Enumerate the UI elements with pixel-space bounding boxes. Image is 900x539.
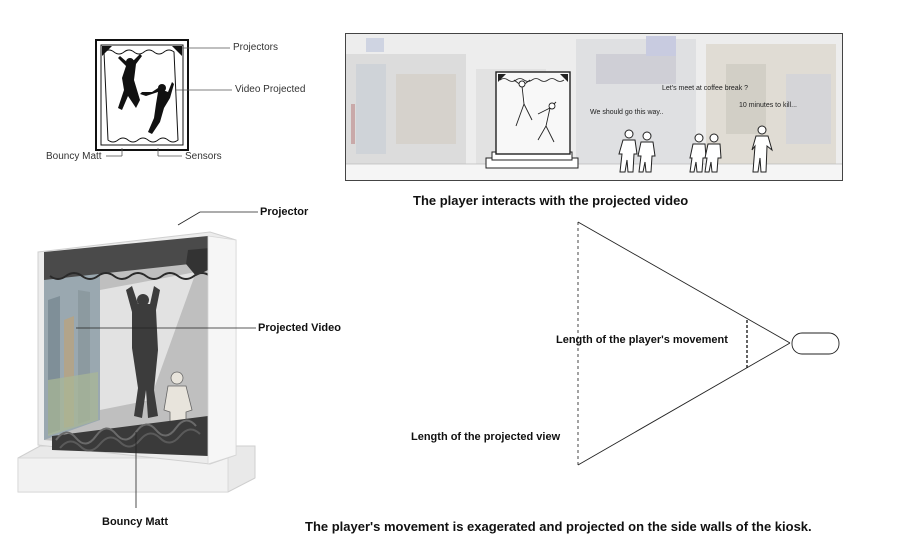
bubble-ten-minutes: 10 minutes to kill...: [739, 102, 797, 109]
bubble-go-this-way: We should go this way..: [590, 109, 664, 116]
bubble-coffee: Let's meet at coffee break ?: [662, 85, 749, 92]
projector-label: Projector: [260, 206, 309, 218]
projector-device: [186, 248, 212, 276]
bottom-caption: The player's movement is exagerated and …: [305, 519, 812, 534]
eye-lens-shape: [791, 332, 840, 355]
projected-view-length-label: Length of the projected view: [411, 431, 561, 443]
bouncy-matt-label-small: Bouncy Matt: [46, 151, 102, 162]
scene-kiosk: [485, 71, 579, 169]
bouncy-matt-label: Bouncy Matt: [102, 516, 168, 528]
bouncy-matt-3d: [52, 416, 208, 456]
sensors-label: Sensors: [185, 151, 222, 162]
scene-caption: The player interacts with the projected …: [413, 193, 689, 208]
dancer-silhouettes: [118, 54, 174, 134]
player-figure: [126, 286, 160, 418]
projected-video-label: Projected Video: [258, 322, 341, 334]
movement-length-label: Length of the player's movement: [556, 334, 728, 346]
shopper-figures: [618, 125, 773, 173]
projectors-label: Projectors: [233, 42, 279, 53]
mall-scene: Let's meet at coffee break ? We should g…: [345, 33, 843, 181]
mall-scene-drawing: [346, 34, 842, 180]
video-projected-label: Video Projected: [235, 84, 306, 95]
